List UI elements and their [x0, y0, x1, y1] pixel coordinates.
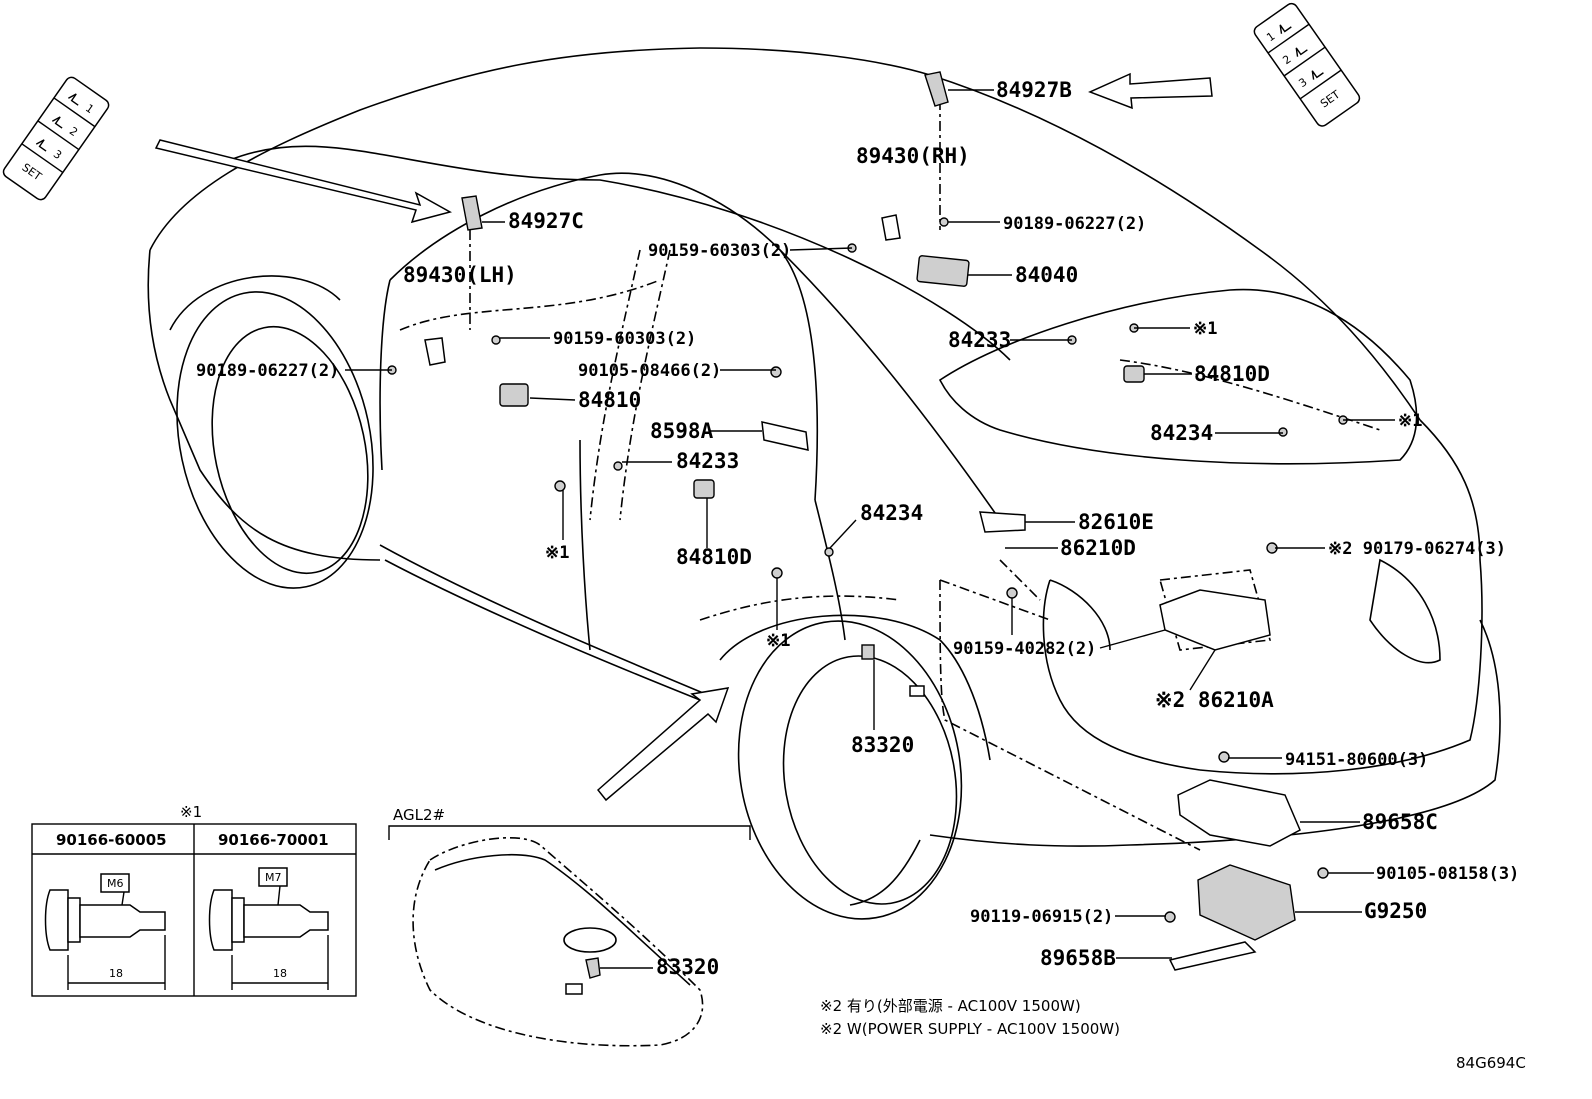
callout-89658C: 89658C — [1362, 810, 1438, 834]
callout-90105-08466: 90105-08466(2) — [578, 361, 721, 381]
part-84810-switch — [499, 383, 529, 407]
callout-89658B: 89658B — [1040, 946, 1116, 970]
callout-ref1-b: ※1 — [1398, 411, 1422, 431]
callout-90189-06227-lh: 90189-06227(2) — [196, 361, 339, 381]
arrow-icon — [596, 687, 730, 802]
part-89658C-cover — [1177, 779, 1301, 847]
arrow-icon — [1088, 72, 1213, 110]
part-8598A-bracket — [761, 421, 809, 451]
seat-icon — [35, 139, 47, 152]
vehicle-outline — [147, 47, 1501, 906]
callout-90179-06274: ※2 90179-06274(3) — [1328, 539, 1506, 559]
part-89430RH-bracket — [881, 214, 901, 241]
callout-84234-mid: 84234 — [860, 501, 923, 525]
callout-84040: 84040 — [1015, 263, 1078, 287]
callout-ref1-c: ※1 — [545, 543, 569, 563]
bolt-m6-thread: M6 — [107, 877, 124, 890]
seat-icon — [51, 116, 63, 129]
leader-lines — [345, 89, 1395, 959]
callout-86210D: 86210D — [1060, 536, 1136, 560]
callout-90119-06915: 90119-06915(2) — [970, 907, 1113, 927]
note-ja: ※2 有り(外部電源 - AC100V 1500W) — [820, 997, 1081, 1015]
callout-G9250: G9250 — [1364, 899, 1427, 923]
callout-83320-main: 83320 — [851, 733, 914, 757]
bolt-m7-drawing: M7 18 — [208, 867, 329, 990]
seat-icon — [1295, 47, 1308, 57]
callout-94151-80600: 94151-80600(3) — [1285, 750, 1428, 770]
seat-icon — [1279, 24, 1292, 34]
diagram-code: 84G694C — [1456, 1054, 1526, 1072]
part-86210A-inverter — [1159, 589, 1271, 651]
callout-90189-06227-rh: 90189-06227(2) — [1003, 214, 1146, 234]
callout-90159-40282: 90159-40282(2) — [953, 639, 1096, 659]
callout-84234-right: 84234 — [1150, 421, 1213, 445]
callout-84810D-right: 84810D — [1194, 362, 1270, 386]
callout-82610E: 82610E — [1078, 510, 1154, 534]
callout-labels: 84927B 89430(RH) 90189-06227(2) 84927C 9… — [196, 78, 1519, 970]
callout-ref1-a: ※1 — [1193, 319, 1217, 339]
part-84927B-switch — [924, 71, 949, 107]
callout-89430RH: 89430(RH) — [856, 144, 970, 168]
part-84927C-switch — [461, 195, 483, 231]
rear-wheel — [719, 614, 991, 920]
part-89430LH-bracket — [424, 337, 446, 366]
seat-memory-switch-right: 1 2 3 SET — [1253, 2, 1361, 127]
part-89658B-bracket — [1168, 941, 1257, 971]
callout-90105-08158: 90105-08158(3) — [1376, 864, 1519, 884]
fastener-part-no-1: 90166-60005 — [56, 831, 167, 849]
bolt-m6-drawing: M6 18 — [44, 873, 166, 990]
inset-agl2: AGL2# 83320 — [388, 806, 751, 1047]
part-83320-sensor — [861, 644, 925, 697]
callout-84927B: 84927B — [996, 78, 1072, 102]
inset-agl2-title: AGL2# — [393, 806, 445, 824]
part-84040-switch-module — [916, 255, 970, 287]
fasteners — [387, 217, 1348, 923]
callout-ref1-d: ※1 — [766, 631, 790, 651]
callout-84233-left: 84233 — [676, 449, 739, 473]
front-wheel — [169, 275, 374, 589]
callout-90159-60303-top: 90159-60303(2) — [648, 241, 791, 261]
fastener-table: ※1 90166-60005 90166-70001 M6 18 M7 — [31, 803, 357, 997]
part-84810D-right — [1123, 365, 1145, 383]
arrow-icon — [154, 139, 452, 224]
seat-icon — [68, 93, 79, 106]
callout-84810: 84810 — [578, 388, 641, 412]
callout-83320-inset: 83320 — [656, 955, 719, 979]
fastener-part-no-2: 90166-70001 — [218, 831, 329, 849]
part-G9250-converter — [1197, 864, 1296, 941]
fastener-table-note: ※1 — [180, 803, 202, 821]
callout-90159-60303-mid: 90159-60303(2) — [553, 329, 696, 349]
callout-84810D-left: 84810D — [676, 545, 752, 569]
bolt-m7-length: 18 — [273, 967, 287, 980]
callout-84233-right: 84233 — [948, 328, 1011, 352]
note-en: ※2 W(POWER SUPPLY - AC100V 1500W) — [820, 1020, 1120, 1038]
bolt-m7-thread: M7 — [265, 871, 282, 884]
seat-memory-switch-left: 1 2 3 SET — [2, 76, 110, 201]
part-82610E-relay — [979, 511, 1026, 533]
part-84810D-left — [693, 479, 715, 499]
callout-89430LH: 89430(LH) — [403, 263, 517, 287]
callout-86210A: ※2 86210A — [1155, 688, 1274, 712]
callout-84927C: 84927C — [508, 209, 584, 233]
notes: ※2 有り(外部電源 - AC100V 1500W) ※2 W(POWER SU… — [820, 997, 1526, 1072]
bolt-m6-length: 18 — [109, 967, 123, 980]
callout-8598A: 8598A — [650, 419, 714, 443]
seat-icon — [1311, 70, 1324, 80]
